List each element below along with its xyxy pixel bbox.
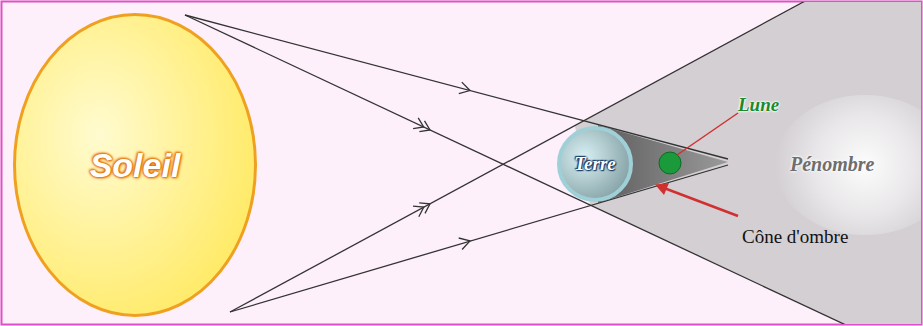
ray-arrow	[413, 206, 424, 217]
node-shape	[15, 15, 256, 316]
penumbra-glow	[775, 95, 921, 235]
umbra-label: Cône d'ombre	[742, 226, 848, 248]
earth-body: Terre	[557, 126, 633, 202]
pointer-arrow	[664, 188, 738, 216]
ray-arrow	[459, 238, 470, 250]
arrow-head	[655, 183, 669, 195]
leader-line	[677, 113, 738, 155]
node-shape	[559, 128, 631, 200]
ray	[230, 165, 728, 312]
ray-arrow	[459, 82, 470, 94]
ray	[230, 2, 807, 312]
moon-label: Lune	[738, 94, 779, 116]
node-title: Terre	[574, 153, 616, 175]
ray-arrow	[413, 118, 424, 129]
penumbra-label: Pénombre	[790, 153, 874, 176]
node-title: Soleil	[90, 146, 181, 185]
light-rays	[185, 2, 848, 324]
sun-body: Soleil	[13, 13, 257, 317]
ray	[185, 15, 848, 324]
